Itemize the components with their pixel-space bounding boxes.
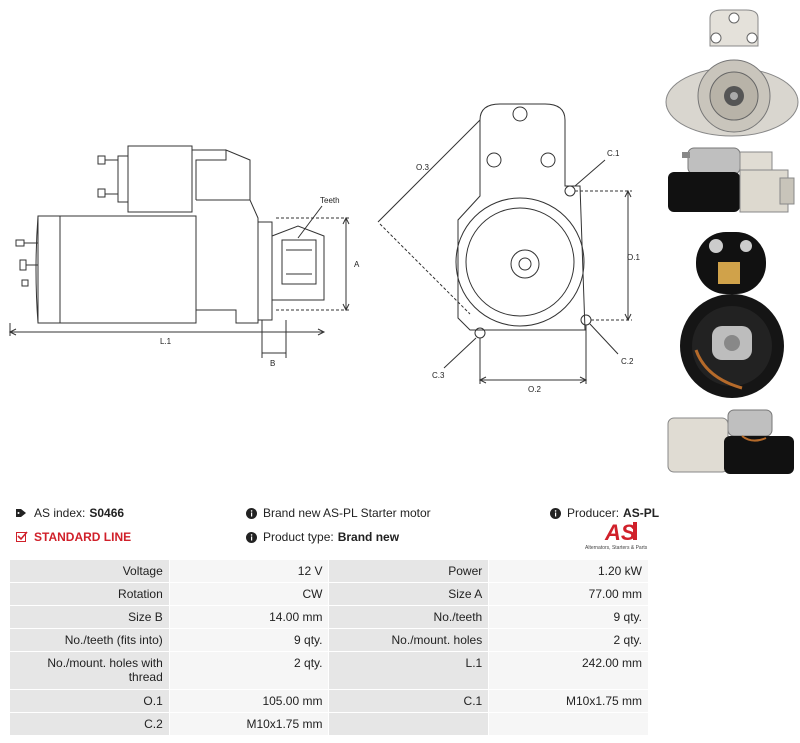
spec-value: CW — [168, 582, 330, 606]
spec-key: No./teeth (fits into) — [9, 628, 170, 652]
spec-key: C.1 — [328, 689, 490, 713]
as-index-value: S0466 — [89, 506, 125, 520]
tag-icon — [16, 508, 28, 518]
label-o1: O.1 — [627, 253, 640, 262]
spec-value: 105.00 mm — [168, 689, 330, 713]
front-view — [377, 103, 632, 384]
label-b: B — [270, 359, 275, 368]
label-c3: C.3 — [432, 371, 445, 380]
spec-key: O.1 — [9, 689, 170, 713]
spec-value: M10x1.75 mm — [488, 689, 649, 713]
spec-value: 242.00 mm — [488, 651, 649, 690]
product-type-value: Brand new — [337, 530, 400, 544]
label-c2: C.2 — [621, 357, 634, 366]
producer-label: Producer: — [567, 506, 620, 520]
product-type-label: Product type: — [263, 530, 334, 544]
label-o3: O.3 — [416, 163, 429, 172]
as-logo-icon: AS — [604, 520, 637, 545]
spec-key — [328, 712, 490, 736]
spec-key: No./mount. holes — [328, 628, 490, 652]
checkbox-icon — [16, 531, 28, 543]
technical-drawing: Teeth A L.1 B O.3 C.1 O.1 C.2 C.3 O.2 — [8, 103, 640, 394]
spec-key: Rotation — [9, 582, 170, 606]
info-icon — [550, 507, 561, 519]
photo-side-view-2 — [667, 409, 794, 474]
photo-front-view — [665, 9, 799, 137]
photo-rear-view — [680, 232, 784, 398]
spec-key: Power — [328, 559, 490, 583]
spec-value: 1.20 kW — [488, 559, 649, 583]
spec-value: 9 qty. — [488, 605, 649, 629]
spec-value — [488, 712, 649, 736]
spec-value: 77.00 mm — [488, 582, 649, 606]
logo-tagline: Alternators, Starters & Parts — [585, 545, 648, 551]
spec-key: No./teeth — [328, 605, 490, 629]
table-row: No./teeth (fits into)9 qty.No./mount. ho… — [9, 628, 649, 652]
spec-value: M10x1.75 mm — [168, 712, 330, 736]
label-o2: O.2 — [528, 385, 541, 394]
producer: Producer: AS-PL — [550, 506, 659, 520]
spec-key: L.1 — [328, 651, 490, 690]
product-photos — [662, 0, 800, 495]
spec-key: C.2 — [9, 712, 170, 736]
spec-value: 2 qty. — [168, 651, 330, 690]
as-index-label: AS index: — [34, 506, 86, 520]
product-type: Product type: Brand new — [246, 530, 399, 544]
producer-value: AS-PL — [623, 506, 660, 520]
standard-line-label: STANDARD LINE — [34, 530, 132, 544]
label-teeth: Teeth — [320, 196, 340, 205]
product-info: AS index: S0466 STANDARD LINE Brand new … — [0, 500, 800, 552]
standard-line: STANDARD LINE — [16, 530, 131, 544]
description-text: Brand new AS-PL Starter motor — [263, 506, 431, 520]
spec-key: Size A — [328, 582, 490, 606]
side-view — [8, 145, 350, 358]
as-index: AS index: S0466 — [16, 506, 124, 520]
description: Brand new AS-PL Starter motor — [246, 506, 431, 520]
spec-value: 12 V — [168, 559, 330, 583]
spec-key: Voltage — [9, 559, 170, 583]
label-c1: C.1 — [607, 149, 620, 158]
info-icon — [246, 531, 257, 543]
logo-text: AS — [604, 520, 636, 545]
producer-logo: AS Alternators, Starters & Parts — [585, 518, 651, 552]
spec-value: 14.00 mm — [168, 605, 330, 629]
spec-value: 9 qty. — [168, 628, 330, 652]
label-l1: L.1 — [160, 337, 172, 346]
spec-value: 2 qty. — [488, 628, 649, 652]
spec-key: Size B — [9, 605, 170, 629]
label-a: A — [354, 260, 360, 269]
spec-key: No./mount. holes with thread — [9, 651, 170, 690]
info-icon — [246, 507, 257, 519]
photo-side-view — [668, 147, 795, 213]
